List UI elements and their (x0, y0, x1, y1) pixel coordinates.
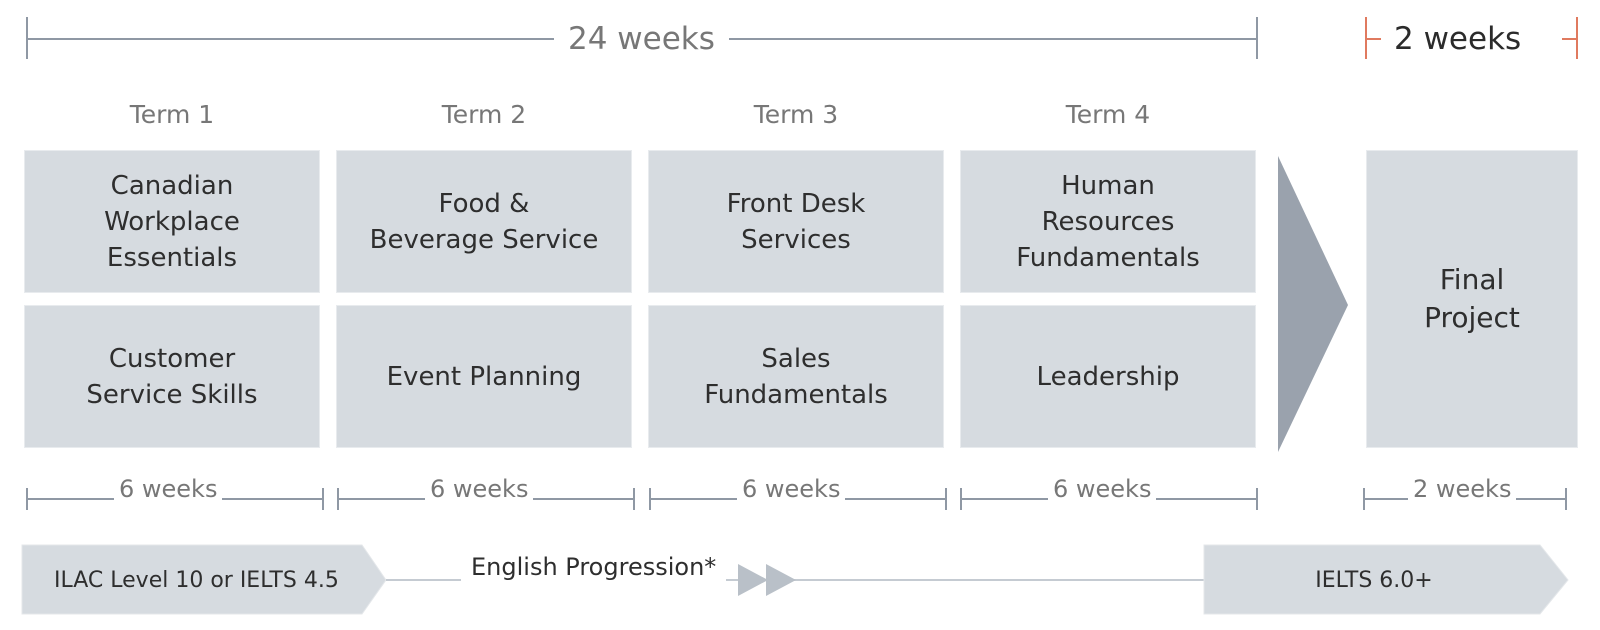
bracket-tick (633, 488, 635, 510)
final-project-line: Final (1439, 263, 1505, 296)
course-line: Front Desk (726, 188, 866, 219)
course-line: Service Skills (86, 379, 258, 410)
bracket-tick (945, 488, 947, 510)
course-line: Fundamentals (1016, 242, 1200, 273)
course-line: Sales (761, 343, 831, 374)
course-line: Leadership (1036, 361, 1180, 392)
course-line: Event Planning (386, 361, 582, 392)
english-end-label: IELTS 6.0+ (1315, 568, 1433, 593)
final-bracket-tick-right (1576, 17, 1578, 59)
term-3-label: Term 3 (753, 100, 839, 129)
final-duration-bottom-label: 2 weeks (1408, 474, 1517, 504)
chevron-right-icon (738, 564, 768, 596)
course-food-beverage-service: Food & Beverage Service (336, 150, 632, 293)
term-1-label: Term 1 (129, 100, 215, 129)
final-bracket-line-left (1365, 38, 1381, 40)
course-line: Customer (108, 343, 236, 374)
english-start-pill (21, 544, 387, 615)
term-4-duration-label: 6 weeks (1048, 474, 1157, 504)
course-canadian-workplace-essentials: Canadian Workplace Essentials (24, 150, 320, 293)
bracket-tick (322, 488, 324, 510)
course-sales-fundamentals: Sales Fundamentals (648, 305, 944, 448)
course-line: Food & (438, 188, 530, 219)
course-line: Essentials (106, 242, 238, 273)
course-line: Workplace (104, 206, 240, 237)
chevron-right-icon (766, 564, 796, 596)
english-progression-label: English Progression* (461, 552, 727, 582)
course-front-desk-services: Front Desk Services (648, 150, 944, 293)
bracket-tick (1256, 488, 1258, 510)
term-2-label: Term 2 (441, 100, 527, 129)
term-2-duration-label: 6 weeks (425, 474, 534, 504)
progression-arrow-icon (1278, 156, 1348, 452)
course-line: Beverage Service (369, 224, 599, 255)
course-human-resources-fundamentals: Human Resources Fundamentals (960, 150, 1256, 293)
term-4-label: Term 4 (1065, 100, 1151, 129)
final-project-line: Project (1424, 301, 1520, 334)
course-line: Services (741, 224, 851, 255)
course-event-planning: Event Planning (336, 305, 632, 448)
course-customer-service-skills: Customer Service Skills (24, 305, 320, 448)
final-bracket-line-right (1562, 38, 1578, 40)
course-line: Fundamentals (704, 379, 888, 410)
course-leadership: Leadership (960, 305, 1256, 448)
english-start-label: ILAC Level 10 or IELTS 4.5 (54, 568, 339, 593)
bracket-tick (1565, 488, 1567, 510)
term-1-duration-label: 6 weeks (114, 474, 223, 504)
main-duration-label: 24 weeks (554, 18, 729, 60)
final-project-box: Final Project (1366, 150, 1578, 448)
final-duration-label: 2 weeks (1394, 18, 1522, 60)
course-line: Resources (1041, 206, 1175, 237)
english-end-pill (1203, 544, 1569, 615)
course-line: Canadian (110, 170, 234, 201)
term-3-duration-label: 6 weeks (737, 474, 846, 504)
course-line: Human (1061, 170, 1155, 201)
bracket-tick-right (1256, 17, 1258, 59)
